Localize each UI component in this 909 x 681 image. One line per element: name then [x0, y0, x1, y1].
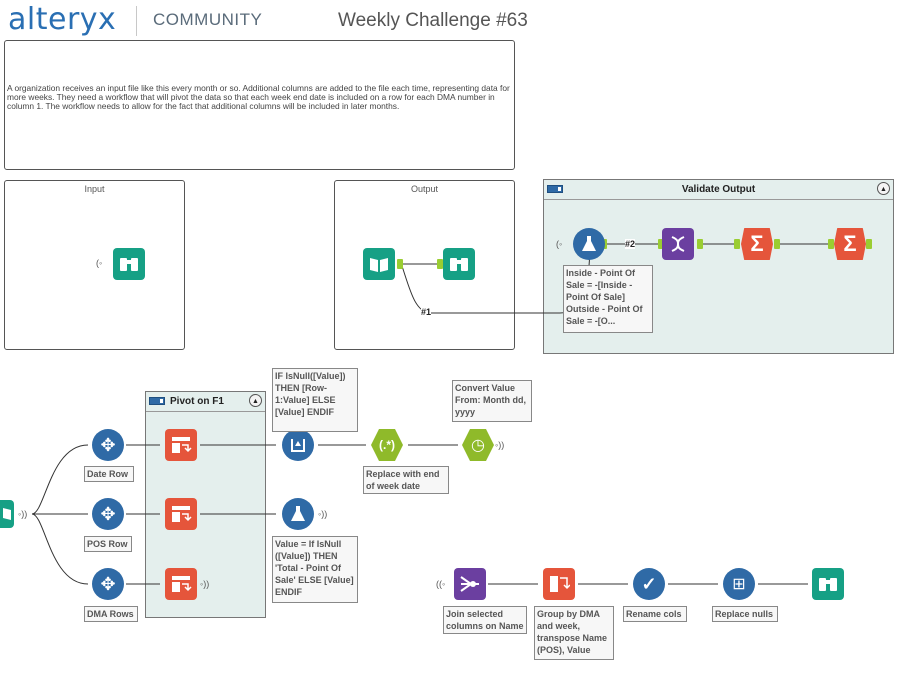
browse-tool[interactable] [443, 248, 475, 280]
summarize-tool[interactable]: Σ [834, 228, 866, 260]
transpose-tool[interactable] [165, 429, 197, 461]
logo-divider [136, 6, 137, 36]
output-panel[interactable] [334, 180, 515, 350]
browse-connection-icon: (◦ [96, 258, 103, 268]
browse-connection-icon: ((◦ [436, 579, 446, 589]
regex-tool[interactable]: (.*) [371, 429, 403, 461]
input-anchor[interactable] [734, 239, 740, 249]
join-multiple-tool[interactable] [454, 568, 486, 600]
annotation-convert-value: Convert Value From: Month dd, yyyy [452, 380, 532, 422]
description-comment-box[interactable] [4, 40, 515, 170]
wire-label-1: #1 [421, 307, 432, 317]
table-arrow-icon [172, 437, 192, 453]
output-anchor[interactable] [697, 239, 703, 249]
wire-label-2: #2 [625, 239, 636, 249]
browse-connection-icon: ◦)) [200, 579, 210, 589]
container-icon [149, 397, 165, 405]
sigma-icon: Σ [750, 231, 764, 256]
transpose-tool[interactable] [165, 568, 197, 600]
select-tool-dma[interactable]: ✥ [92, 568, 124, 600]
output-anchor[interactable] [774, 239, 780, 249]
select-tool-pos[interactable]: ✥ [92, 498, 124, 530]
dynamic-rename-tool[interactable]: ✓ [633, 568, 665, 600]
cross-tab-tool[interactable] [543, 568, 575, 600]
community-label: COMMUNITY [153, 10, 263, 29]
formula-tool[interactable] [573, 228, 605, 260]
input-anchor[interactable] [437, 259, 443, 269]
formula-tool[interactable] [282, 498, 314, 530]
cross-arrows-icon: ✥ [100, 503, 116, 524]
join-icon [460, 576, 479, 592]
book-icon [3, 508, 11, 520]
sigma-icon: Σ [843, 231, 857, 256]
clock-icon: ◷ [471, 437, 485, 454]
input-panel[interactable] [4, 180, 185, 350]
cross-arrows-icon: ✥ [100, 434, 116, 455]
input-data-tool[interactable] [363, 248, 395, 280]
transpose-tool[interactable] [165, 498, 197, 530]
book-icon [370, 258, 388, 272]
binoculars-icon [450, 258, 468, 271]
annotation-date-row: Date Row [84, 466, 134, 482]
browse-tool[interactable] [113, 248, 145, 280]
browse-connection-icon: (◦ [556, 239, 563, 249]
pivot-container-title: Pivot on F1 [170, 396, 224, 407]
flask-icon [582, 236, 596, 251]
annotation-join-selected: Join selected columns on Name [443, 606, 527, 634]
binoculars-icon [819, 578, 837, 591]
browse-tool[interactable] [812, 568, 844, 600]
page-title: Weekly Challenge #63 [338, 10, 528, 31]
output-anchor[interactable] [397, 259, 403, 269]
cross-arrows-icon: ✥ [100, 573, 116, 594]
multi-field-formula-tool[interactable]: ⊞ [723, 568, 755, 600]
validate-container-header[interactable]: Validate Output ▲ [544, 180, 893, 200]
pivot-container-header[interactable]: Pivot on F1 ▲ [146, 392, 265, 412]
table-arrow-icon [172, 576, 192, 592]
annotation-rename-cols: Rename cols [623, 606, 687, 622]
collapse-icon[interactable]: ▲ [877, 182, 890, 195]
browse-connection-icon: ◦)) [495, 440, 505, 450]
input-data-tool[interactable] [0, 500, 14, 528]
flask-icon [291, 506, 305, 521]
alteryx-logo: alteryx [8, 2, 117, 37]
annotation-pos-row: POS Row [84, 536, 132, 552]
browse-connection-icon: ◦)) [318, 509, 328, 519]
annotation-replace-nulls: Replace nulls [712, 606, 778, 622]
collapse-icon[interactable]: ▲ [249, 394, 262, 407]
select-tool-date[interactable]: ✥ [92, 429, 124, 461]
container-icon [547, 185, 563, 193]
output-panel-label: Output [410, 184, 439, 194]
annotation-group-by: Group by DMA and week, transpose Name (P… [534, 606, 614, 660]
description-text: A organization receives an input file li… [7, 83, 510, 111]
table-arrow-icon [172, 506, 192, 522]
validate-formula-annotation: Inside - Point Of Sale = -[Inside - Poin… [563, 265, 653, 333]
annotation-replace-end-week: Replace with end of week date [363, 466, 449, 494]
annotation-multirow-formula: IF IsNull([Value]) THEN [Row-1:Value] EL… [272, 368, 358, 432]
browse-connection-icon: ◦)) [18, 509, 28, 519]
summarize-tool[interactable]: Σ [741, 228, 773, 260]
check-icon: ✓ [641, 573, 657, 594]
flask-rows-icon [291, 439, 305, 452]
multi-row-formula-tool[interactable] [282, 429, 314, 461]
test-tool[interactable] [662, 228, 694, 260]
crosstab-icon [550, 576, 570, 592]
output-anchor[interactable] [866, 239, 872, 249]
annotation-dma-rows: DMA Rows [84, 606, 138, 622]
dna-icon [671, 236, 685, 252]
datetime-tool[interactable]: ◷ [462, 429, 494, 461]
input-anchor[interactable] [828, 239, 834, 249]
binoculars-icon [120, 258, 138, 271]
grid-flask-icon: ⊞ [732, 576, 746, 593]
annotation-formula-value: Value = If IsNull ([Value]) THEN 'Total … [272, 536, 358, 603]
input-anchor[interactable] [658, 239, 664, 249]
input-panel-label: Input [84, 184, 105, 194]
validate-container-title: Validate Output [681, 184, 756, 195]
regex-icon: (.*) [379, 438, 395, 452]
